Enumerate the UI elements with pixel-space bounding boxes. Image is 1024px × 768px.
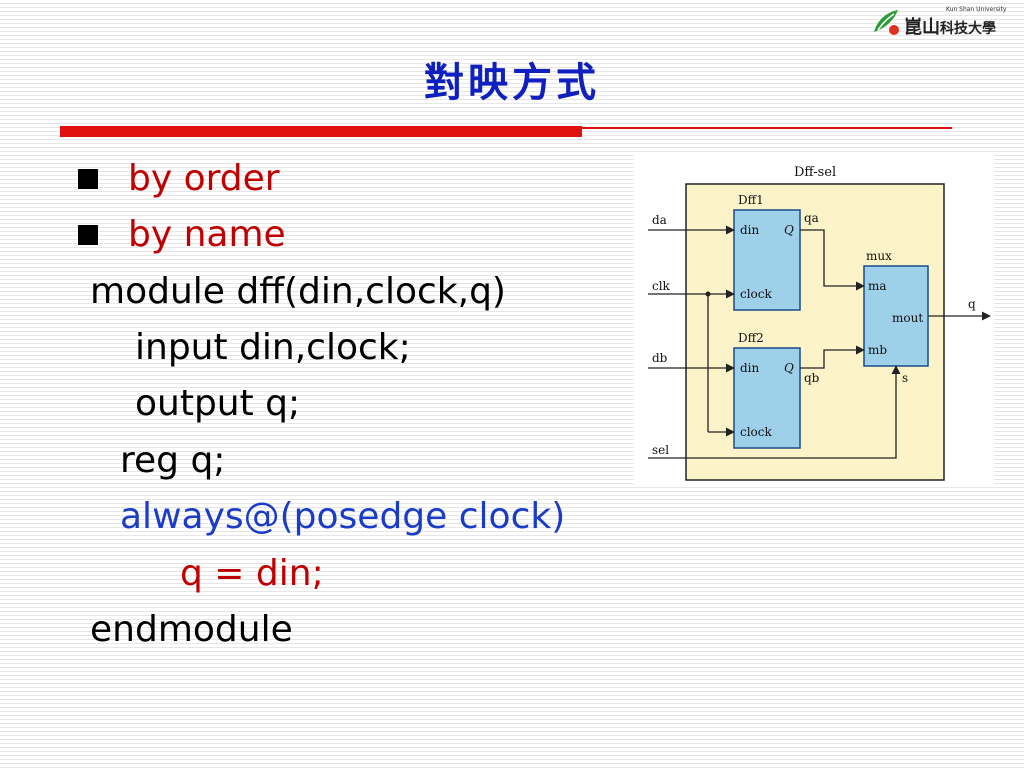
logo-name-main: 崑山 xyxy=(904,17,940,38)
dff1-label: Dff1 xyxy=(738,193,764,207)
mux-block xyxy=(863,265,929,367)
code-line-always: always@(posedge clock) xyxy=(120,496,566,537)
circuit-wires xyxy=(648,225,991,459)
leaf-logo-icon xyxy=(874,10,899,35)
input-db-label: db xyxy=(652,351,668,365)
dff2-label: Dff2 xyxy=(738,331,764,345)
dff2-clock-label: clock xyxy=(740,425,773,439)
wire-qa-label: qa xyxy=(804,211,819,225)
university-logo: Kun Shan University 崑山科技大學 xyxy=(870,4,1016,40)
dff1-q-label: Q xyxy=(784,223,794,237)
code-line-assign: q = din; xyxy=(180,553,324,594)
logo-name-sub: 科技大學 xyxy=(940,21,996,37)
mux-mout-label: mout xyxy=(892,311,923,325)
mux-label: mux xyxy=(866,249,892,263)
dff2-block xyxy=(733,347,801,449)
square-bullet-icon xyxy=(78,225,98,245)
wire-q-label: q xyxy=(968,297,976,311)
circuit-diagram-svg: Dff-sel Dff1 din Q clock Dff2 din Q cloc… xyxy=(648,165,991,481)
dff1-din-label: din xyxy=(740,223,760,237)
dff1-clock-label: clock xyxy=(740,287,773,301)
code-line: input din,clock; xyxy=(135,327,411,368)
slide-title: 對映方式 xyxy=(424,59,600,106)
title-rule-thin xyxy=(582,127,952,129)
clk-junction-dot xyxy=(705,291,711,297)
square-bullet-icon xyxy=(78,169,98,189)
input-clk-label: clk xyxy=(652,279,671,293)
wire-qb-label: qb xyxy=(804,371,820,385)
outer-module-label: Dff-sel xyxy=(794,165,836,180)
bullet-text: by order xyxy=(128,158,280,199)
input-sel-label: sel xyxy=(652,443,669,457)
code-line: output q; xyxy=(135,383,301,424)
logo-university-text: Kun Shan University xyxy=(946,6,1007,13)
input-da-label: da xyxy=(652,213,667,227)
code-line: module dff(din,clock,q) xyxy=(90,271,506,312)
mux-ma-label: ma xyxy=(868,279,887,293)
dff1-block xyxy=(733,209,801,311)
dff2-q-label: Q xyxy=(784,361,794,375)
mux-sel-label: s xyxy=(902,371,908,385)
bullet-text: by name xyxy=(128,214,286,255)
circuit-diagram: Dff-sel Dff1 din Q clock Dff2 din Q cloc… xyxy=(634,152,994,486)
code-line: reg q; xyxy=(120,440,226,481)
mux-mb-label: mb xyxy=(868,343,887,357)
code-line: endmodule xyxy=(90,609,293,650)
title-rule-thick xyxy=(60,126,582,137)
logo-name: 崑山科技大學 xyxy=(904,13,996,39)
dff2-din-label: din xyxy=(740,361,760,375)
